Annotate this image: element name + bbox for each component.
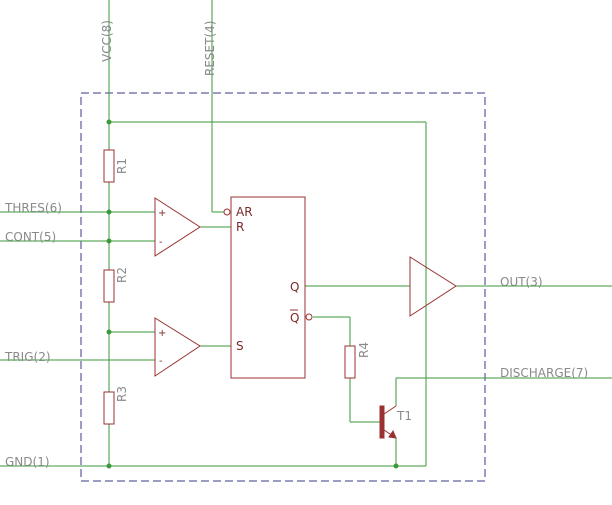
wires bbox=[0, 0, 612, 467]
pin-labels: VCC(8) RESET(4) THRES(6) CONT(5) TRIG(2)… bbox=[4, 20, 588, 469]
ff-r-label: R bbox=[236, 220, 244, 234]
junction-gnd-divider bbox=[106, 463, 112, 469]
ar-inversion-bubble bbox=[223, 208, 231, 216]
pin-out-label: OUT(3) bbox=[500, 275, 543, 289]
flip-flop-body bbox=[230, 196, 306, 379]
t1-label: T1 bbox=[396, 409, 412, 423]
resistor-r3: R3 bbox=[103, 386, 129, 425]
pin-vcc-label: VCC(8) bbox=[100, 20, 114, 62]
r2-body bbox=[103, 269, 115, 303]
resistor-r4: R4 bbox=[344, 342, 371, 379]
r1-label: R1 bbox=[115, 158, 129, 174]
comparator-lower-body bbox=[154, 317, 201, 377]
t1-base-bar bbox=[379, 405, 385, 439]
ff-ar-label: AR bbox=[236, 205, 253, 219]
pin-thres-label: THRES(6) bbox=[4, 201, 62, 215]
junction-vcc bbox=[106, 119, 112, 125]
junction-gnd-emitter bbox=[393, 463, 399, 469]
t1-collector-lead bbox=[383, 405, 397, 415]
r1-body bbox=[103, 149, 115, 183]
junction-thres bbox=[106, 209, 112, 215]
r2-label: R2 bbox=[115, 267, 129, 283]
r3-body bbox=[103, 391, 115, 425]
comparator-upper: + - bbox=[154, 197, 201, 257]
pin-cont-label: CONT(5) bbox=[5, 230, 56, 244]
comparator-upper-minus: - bbox=[159, 237, 163, 248]
qbar-inversion-bubble bbox=[305, 313, 313, 321]
ic-boundary bbox=[80, 92, 486, 482]
r4-body bbox=[344, 345, 356, 379]
flip-flop: AR R S Q Q bbox=[223, 196, 313, 379]
transistor-t1: T1 bbox=[379, 405, 412, 439]
comparator-lower: + - bbox=[154, 317, 201, 377]
ff-q-label: Q bbox=[290, 280, 299, 294]
pin-discharge-label: DISCHARGE(7) bbox=[500, 366, 588, 380]
junction-cont bbox=[106, 238, 112, 244]
pin-reset-label: RESET(4) bbox=[203, 21, 217, 76]
junctions bbox=[106, 119, 399, 469]
junction-trig-ref bbox=[106, 329, 112, 335]
r4-label: R4 bbox=[357, 342, 371, 358]
pin-gnd-label: GND(1) bbox=[5, 455, 50, 469]
t1-emitter-arrow bbox=[388, 429, 397, 439]
comparator-lower-plus: + bbox=[158, 328, 166, 339]
pin-trig-label: TRIG(2) bbox=[4, 350, 51, 364]
output-buffer bbox=[409, 256, 457, 317]
r3-label: R3 bbox=[115, 386, 129, 402]
resistor-r2: R2 bbox=[103, 267, 129, 303]
comparator-upper-plus: + bbox=[158, 208, 166, 219]
ff-s-label: S bbox=[236, 339, 244, 353]
resistor-r1: R1 bbox=[103, 149, 129, 183]
ff-qbar-label: Q bbox=[290, 311, 299, 325]
output-buffer-body bbox=[409, 256, 457, 317]
comparator-upper-body bbox=[154, 197, 201, 257]
comparator-lower-minus: - bbox=[159, 356, 163, 367]
